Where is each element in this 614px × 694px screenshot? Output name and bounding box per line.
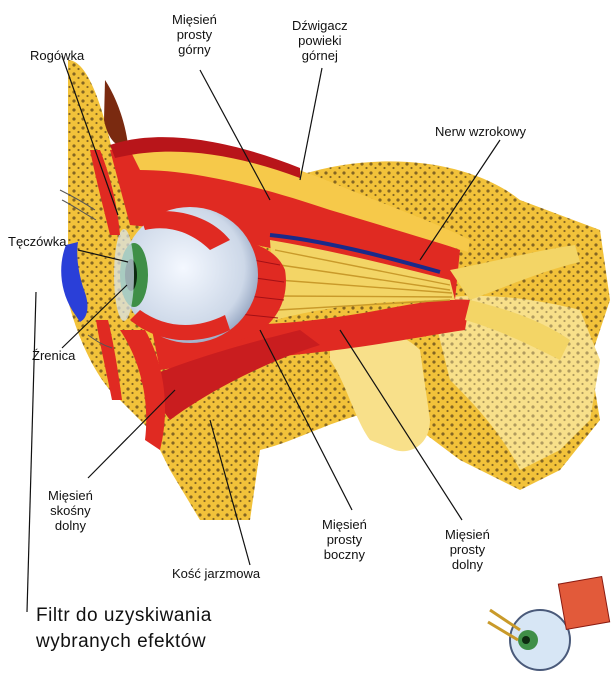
label-nerw-wzrokowy: Nerw wzrokowy (435, 124, 526, 139)
label-miesien-prosty-boczny: Mięsień prosty boczny (322, 517, 367, 562)
label-rogowka: Rogówka (30, 48, 84, 63)
label-miesien-prosty-dolny: Mięsień prosty dolny (445, 527, 490, 572)
label-dzwigacz: Dźwigacz powieki górnej (292, 18, 348, 63)
eye-thumbnail-icon (488, 577, 610, 670)
label-miesien-prosty-gorny: Mięsień prosty górny (172, 12, 217, 57)
label-miesien-skosny-dolny: Mięsień skośny dolny (48, 488, 93, 533)
cornea (114, 229, 134, 321)
label-zrenica: Źrenica (32, 348, 75, 363)
filter-caption: Filtr do uzyskiwania wybranych efektów (36, 603, 212, 655)
label-kosc-jarzmowa: Kość jarzmowa (172, 566, 260, 581)
label-teczowka: Tęczówka (8, 234, 67, 249)
